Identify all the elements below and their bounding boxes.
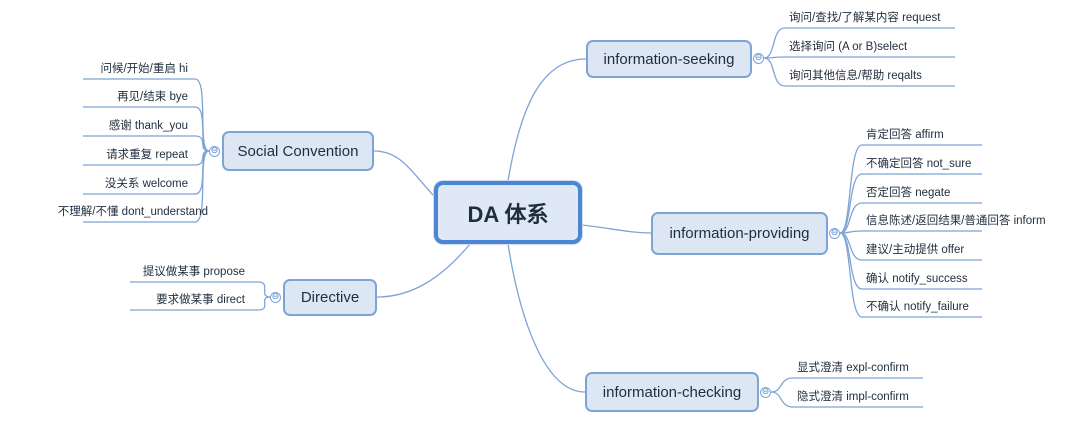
providing-curve-1 [839,173,863,234]
social-curve-3 [194,150,210,166]
center-node-label: DA 体系 [467,201,549,227]
leaf-item[interactable]: 请求重复 repeat [106,149,188,161]
edge-center-providing [581,224,652,234]
directive-curve-1 [257,296,271,311]
leaf-item[interactable]: 提议做某事 propose [142,266,245,278]
leaf-item[interactable]: 没关系 welcome [104,178,188,190]
leaf-item[interactable]: 不确定回答 not_sure [866,158,972,170]
leaf-item[interactable]: 要求做某事 direct [156,294,245,306]
branch-label: Directive [300,289,360,306]
branch-node-information-seeking[interactable]: information-seeking [586,40,752,78]
collapse-toggle-icon[interactable]: ⊖ [753,53,764,64]
social-curve-2 [194,135,210,152]
leaf-item[interactable]: 否定回答 negate [866,187,951,199]
leaf-item[interactable]: 询问/查找/了解某内容 request [789,12,941,24]
branch-node-information-providing[interactable]: information-providing [651,212,828,255]
seeking-curve-2 [763,57,786,87]
edge-center-checking [507,243,586,393]
collapse-toggle-icon[interactable]: ⊖ [270,292,281,303]
leaf-item[interactable]: 感谢 thank_you [108,120,188,132]
leaf-item[interactable]: 不确认 notify_failure [866,301,969,313]
leaf-item[interactable]: 不理解/不懂 dont_understand [57,206,208,218]
edge-center-seeking [507,58,587,182]
leaf-item[interactable]: 隐式澄清 impl-confirm [797,391,909,403]
leaf-item[interactable]: 确认 notify_success [866,273,968,285]
edge-center-directive [376,243,471,298]
branch-label: information-providing [669,225,810,242]
directive-curve-0 [257,281,271,298]
providing-curve-4 [839,232,863,261]
leaf-item[interactable]: 肯定回答 affirm [866,129,944,141]
social-curve-5 [194,150,210,223]
providing-curve-2 [839,202,863,234]
leaf-item[interactable]: 显式澄清 expl-confirm [797,362,909,374]
checking-curve-0 [770,377,794,393]
leaf-item[interactable]: 问候/开始/重启 hi [100,63,188,75]
leaf-item[interactable]: 选择询问 (A or B)select [789,41,908,53]
collapse-toggle-icon[interactable]: ⊖ [829,228,840,239]
leaf-item[interactable]: 建议/主动提供 offer [866,244,965,256]
social-curve-1 [194,106,210,152]
center-node[interactable]: DA 体系 [434,181,582,244]
checking-curve-1 [770,391,794,408]
edge-center-social [373,150,435,197]
branch-label: information-checking [602,383,742,401]
providing-curve-0 [839,144,863,234]
branch-label: information-seeking [603,50,735,68]
seeking-curve-0 [763,27,786,59]
social-curve-4 [194,150,210,195]
leaf-item[interactable]: 询问其他信息/帮助 reqalts [789,70,922,82]
collapse-toggle-icon[interactable]: ⊖ [760,387,771,398]
leaf-item[interactable]: 再见/结束 bye [117,91,188,103]
branch-node-social-convention[interactable]: Social Convention [222,131,374,171]
branch-label: Social Convention [237,142,359,160]
branch-node-information-checking[interactable]: information-checking [585,372,759,412]
branch-node-directive[interactable]: Directive [283,279,377,316]
leaf-item[interactable]: 信息陈述/返回结果/普通回答 inform [866,215,1046,227]
collapse-toggle-icon[interactable]: ⊖ [209,146,220,157]
providing-curve-6 [839,232,863,318]
